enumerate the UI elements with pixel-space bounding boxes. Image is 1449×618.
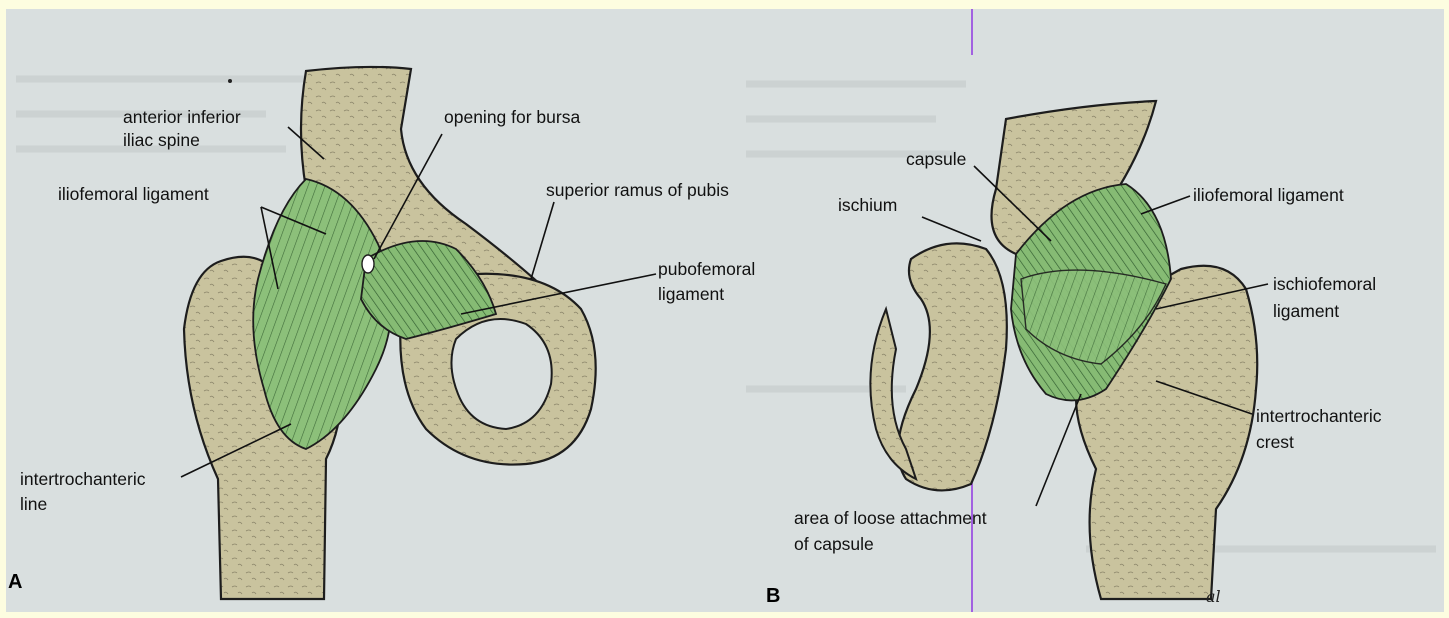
panel-b-ischium [898,243,1007,490]
panel-letter-b: B [766,585,780,608]
label-area-loose-attachment-line1: area of loose attachment [794,508,987,529]
label-ischiofemoral-ligament-line2: ligament [1273,301,1339,322]
illustrator-signature: al [1206,587,1221,606]
label-intertrochanteric-line-line1: intertrochanteric [20,469,145,490]
label-superior-ramus-of-pubis: superior ramus of pubis [546,180,729,201]
label-ischium: ischium [838,195,897,216]
label-intertrochanteric-crest-line2: crest [1256,432,1294,453]
hip-joint-illustration [6,9,1444,612]
figure-plate: anterior inferior iliac spine opening fo… [6,9,1444,612]
label-opening-for-bursa: opening for bursa [444,107,580,128]
label-intertrochanteric-crest-line1: intertrochanteric [1256,406,1381,427]
label-iliofemoral-ligament-a: iliofemoral ligament [58,184,209,205]
label-capsule: capsule [906,149,966,170]
label-iliofemoral-ligament-b: iliofemoral ligament [1193,185,1344,206]
label-pubofemoral-ligament-line2: ligament [658,284,724,305]
label-pubofemoral-ligament-line1: pubofemoral [658,259,755,280]
label-area-loose-attachment-line2: of capsule [794,534,874,555]
panel-letter-a: A [8,571,22,594]
label-anterior-inferior-iliac-spine-line2: iliac spine [123,130,200,151]
label-intertrochanteric-line-line2: line [20,494,47,515]
label-ischiofemoral-ligament-line1: ischiofemoral [1273,274,1376,295]
label-anterior-inferior-iliac-spine-line1: anterior inferior [123,107,241,128]
panel-a-bursa-opening [362,255,374,273]
